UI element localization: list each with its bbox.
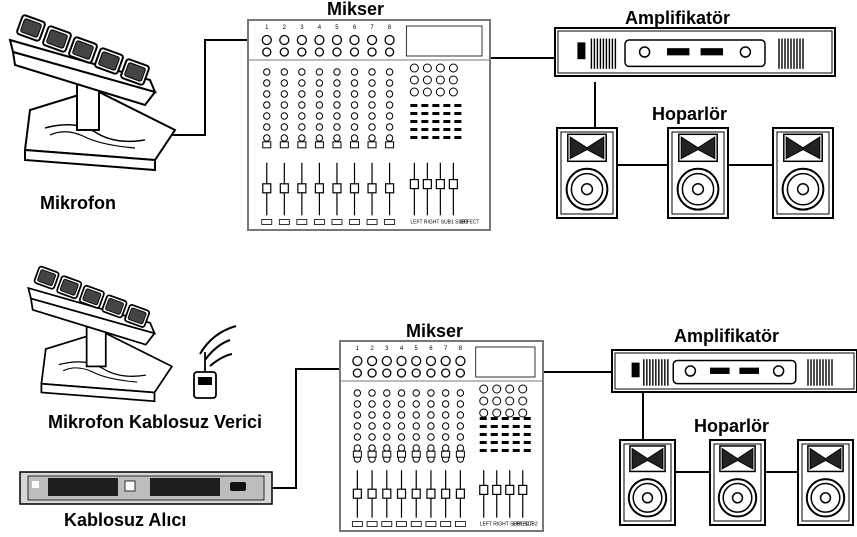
speaker-bottom-2 bbox=[709, 439, 766, 526]
channel-number: 8 bbox=[388, 25, 392, 31]
channel-number: 2 bbox=[370, 346, 374, 352]
microphone-top bbox=[8, 14, 177, 172]
speaker-top-1 bbox=[556, 127, 618, 219]
bottom-amplifier-label: Amplifikatör bbox=[674, 326, 780, 346]
channel-number: 2 bbox=[283, 25, 287, 31]
cable bbox=[272, 368, 340, 489]
channel-number: 7 bbox=[444, 346, 448, 352]
channel-number: 1 bbox=[265, 25, 269, 31]
amplifier-top bbox=[554, 27, 836, 77]
channel-number: 4 bbox=[400, 346, 404, 352]
cable bbox=[150, 39, 248, 136]
channel-number: 1 bbox=[356, 346, 360, 352]
top-amplifier-label: Amplifikatör bbox=[625, 8, 731, 28]
mixer-effect-label: EFFECT bbox=[513, 521, 532, 527]
wireless-receiver bbox=[19, 471, 273, 505]
mic-transmitter-label: Mikrofon Kablosuz Verici bbox=[48, 412, 263, 432]
bottom-mixer-label: Mikser bbox=[406, 321, 464, 341]
channel-number: 6 bbox=[429, 346, 433, 352]
channel-number: 3 bbox=[385, 346, 389, 352]
mixer-effect-label: EFFECT bbox=[460, 220, 479, 226]
speaker-bottom-3 bbox=[797, 439, 854, 526]
channel-number: 3 bbox=[300, 25, 304, 31]
channel-number: 8 bbox=[459, 346, 463, 352]
bottom-speakers-label: Hoparlör bbox=[694, 416, 770, 436]
channel-number: 5 bbox=[335, 25, 339, 31]
mixer-bus-labels: LEFT RIGHT SUB1 SUB2 bbox=[480, 521, 538, 527]
mixer-bus-labels: LEFT RIGHT SUB1 SUB2 bbox=[410, 220, 468, 226]
top-speakers-label: Hoparlör bbox=[652, 104, 728, 124]
channel-number: 5 bbox=[415, 346, 419, 352]
top-microphone-label: Mikrofon bbox=[40, 193, 116, 213]
wireless-transmitter bbox=[193, 325, 237, 399]
wireless-receiver-label: Kablosuz Alıcı bbox=[64, 510, 187, 530]
channel-number: 4 bbox=[318, 25, 322, 31]
top-mixer-label: Mikser bbox=[327, 0, 385, 19]
microphone-bottom bbox=[27, 265, 174, 403]
channel-number: 6 bbox=[353, 25, 357, 31]
speaker-top-3 bbox=[772, 127, 834, 219]
channel-number: 7 bbox=[370, 25, 374, 31]
speaker-bottom-1 bbox=[619, 439, 676, 526]
speaker-top-2 bbox=[667, 127, 729, 219]
connection-cables bbox=[150, 39, 798, 489]
amplifier-bottom bbox=[611, 349, 857, 393]
